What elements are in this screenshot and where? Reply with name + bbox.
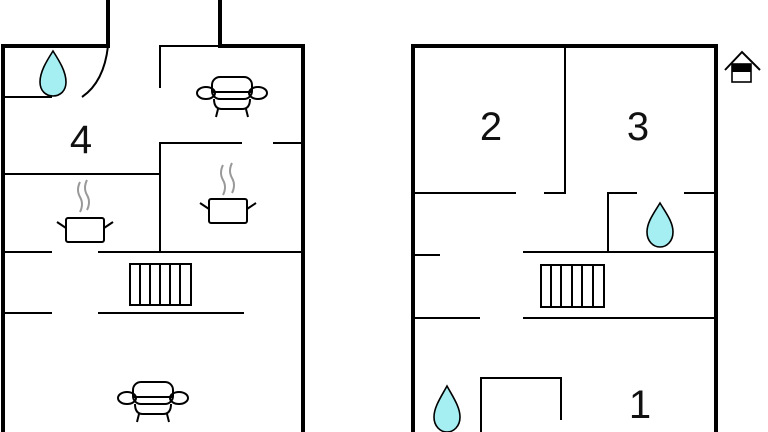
left-building-walls xyxy=(1,0,305,432)
stairs-icon xyxy=(540,264,605,308)
sofa-icon xyxy=(117,381,189,423)
room-label-3: 3 xyxy=(626,105,650,149)
room-label-4: 4 xyxy=(69,118,93,162)
door-swing xyxy=(81,45,109,98)
water-drop-icon xyxy=(39,49,67,97)
room-label-2: 2 xyxy=(479,105,503,149)
cooking-pot-icon xyxy=(56,179,114,243)
water-drop-icon xyxy=(433,384,461,432)
house-icon xyxy=(724,50,761,83)
water-drop-icon xyxy=(646,201,674,248)
room-label-1: 1 xyxy=(628,383,652,427)
cooking-pot-icon xyxy=(199,162,257,224)
sofa-icon xyxy=(196,76,268,118)
right-building-walls xyxy=(411,44,718,432)
stairs-icon xyxy=(129,263,192,306)
